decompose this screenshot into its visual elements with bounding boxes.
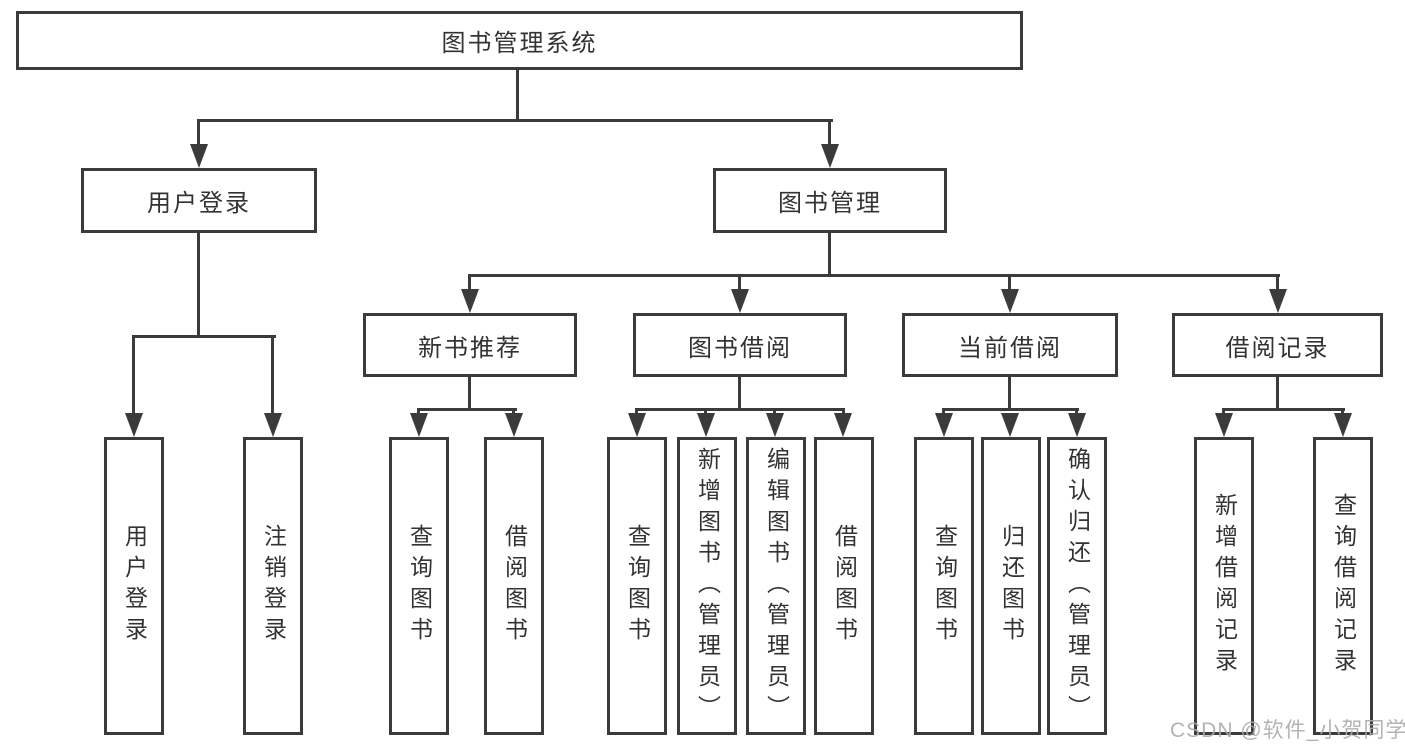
connector-line xyxy=(1008,377,1011,411)
arrowhead-down-icon xyxy=(190,144,208,168)
node-root-system: 图书管理系统 xyxy=(16,11,1023,70)
connector-line xyxy=(132,335,276,338)
leaf-query-books-current: 查询图书 xyxy=(914,437,974,735)
node-new-book-recommend: 新书推荐 xyxy=(363,313,577,377)
node-user-login-branch: 用户登录 xyxy=(81,168,317,233)
arrowhead-down-icon xyxy=(461,289,479,313)
arrowhead-down-icon xyxy=(766,413,784,437)
arrowhead-down-icon xyxy=(821,144,839,168)
node-label: 用户登录 xyxy=(121,524,148,648)
leaf-borrow-books-recommend: 借阅图书 xyxy=(484,437,544,735)
node-label: 归还图书 xyxy=(998,524,1025,648)
arrowhead-down-icon xyxy=(1334,413,1352,437)
watermark: CSDN @软件_小贺同学 xyxy=(1170,719,1405,742)
connector-line xyxy=(635,408,845,411)
arrowhead-down-icon xyxy=(1001,289,1019,313)
leaf-query-books-borrow: 查询图书 xyxy=(607,437,667,735)
connector-line xyxy=(1341,408,1344,416)
connector-line xyxy=(635,408,638,416)
arrowhead-down-icon xyxy=(628,413,646,437)
node-label: 图书管理系统 xyxy=(441,30,598,57)
node-label: 当前借阅 xyxy=(958,334,1062,362)
leaf-edit-book-admin: 编辑图书（管理员） xyxy=(746,437,806,735)
arrowhead-down-icon xyxy=(834,413,852,437)
node-label: 新书推荐 xyxy=(418,334,522,362)
connector-line xyxy=(738,377,741,411)
connector-line xyxy=(942,408,1079,411)
connector-line xyxy=(197,119,200,146)
node-label: 借阅记录 xyxy=(1225,334,1330,362)
node-label: 图书管理 xyxy=(778,190,882,217)
node-borrowing-records: 借阅记录 xyxy=(1172,313,1383,377)
connector-line xyxy=(704,408,707,416)
node-label: 用户登录 xyxy=(147,190,251,217)
arrowhead-down-icon xyxy=(1068,413,1086,437)
arrowhead-down-icon xyxy=(410,413,428,437)
connector-line xyxy=(1008,274,1011,291)
connector-line xyxy=(516,70,519,119)
connector-line xyxy=(197,233,200,338)
arrowhead-down-icon xyxy=(1215,413,1233,437)
leaf-query-borrow-record: 查询借阅记录 xyxy=(1313,437,1373,735)
connector-line xyxy=(942,408,945,416)
leaf-add-borrow-record: 新增借阅记录 xyxy=(1194,437,1254,735)
node-label: 注销登录 xyxy=(260,524,287,648)
arrowhead-down-icon xyxy=(1269,289,1287,313)
leaf-add-book-admin: 新增图书（管理员） xyxy=(677,437,737,735)
connector-line xyxy=(1222,408,1345,411)
connector-line xyxy=(468,274,1280,277)
connector-line xyxy=(132,335,135,415)
arrowhead-down-icon xyxy=(731,289,749,313)
node-label: 新增借阅记录 xyxy=(1211,493,1238,679)
arrowhead-down-icon xyxy=(697,413,715,437)
connector-line xyxy=(512,408,515,416)
arrowhead-down-icon xyxy=(505,413,523,437)
arrowhead-down-icon xyxy=(1001,413,1019,437)
connector-line xyxy=(828,119,831,146)
connector-line xyxy=(828,233,831,277)
leaf-user-login: 用户登录 xyxy=(104,437,164,735)
leaf-confirm-return-admin: 确认归还（管理员） xyxy=(1047,437,1107,735)
arrowhead-down-icon xyxy=(935,413,953,437)
connector-line xyxy=(468,274,471,291)
node-label: 新增图书（管理员） xyxy=(694,446,721,726)
connector-line xyxy=(738,274,741,291)
connector-line xyxy=(468,377,471,411)
node-label: 查询图书 xyxy=(624,524,651,648)
node-label: 借阅图书 xyxy=(501,524,528,648)
connector-line xyxy=(1075,408,1078,416)
connector-line xyxy=(1222,408,1225,416)
node-label: 查询借阅记录 xyxy=(1330,493,1357,679)
connector-line xyxy=(271,335,274,415)
node-book-borrowing: 图书借阅 xyxy=(633,313,847,377)
connector-line xyxy=(197,119,833,122)
leaf-borrow-books: 借阅图书 xyxy=(814,437,874,735)
connector-line xyxy=(842,408,845,416)
connector-line xyxy=(417,408,517,411)
connector-line xyxy=(773,408,776,416)
leaf-return-book: 归还图书 xyxy=(981,437,1041,735)
leaf-logout: 注销登录 xyxy=(243,437,303,735)
node-label: 确认归还（管理员） xyxy=(1064,446,1091,726)
connector-line xyxy=(1276,274,1279,291)
node-label: 借阅图书 xyxy=(831,524,858,648)
node-book-management-branch: 图书管理 xyxy=(713,168,947,233)
node-label: 查询图书 xyxy=(406,524,433,648)
node-current-borrowing: 当前借阅 xyxy=(902,313,1118,377)
node-label: 查询图书 xyxy=(931,524,958,648)
connector-line xyxy=(417,408,420,416)
node-label: 编辑图书（管理员） xyxy=(763,446,790,726)
arrowhead-down-icon xyxy=(125,413,143,437)
connector-line xyxy=(1276,377,1279,411)
node-label: 图书借阅 xyxy=(688,334,792,362)
leaf-query-books-recommend: 查询图书 xyxy=(389,437,449,735)
arrowhead-down-icon xyxy=(264,413,282,437)
